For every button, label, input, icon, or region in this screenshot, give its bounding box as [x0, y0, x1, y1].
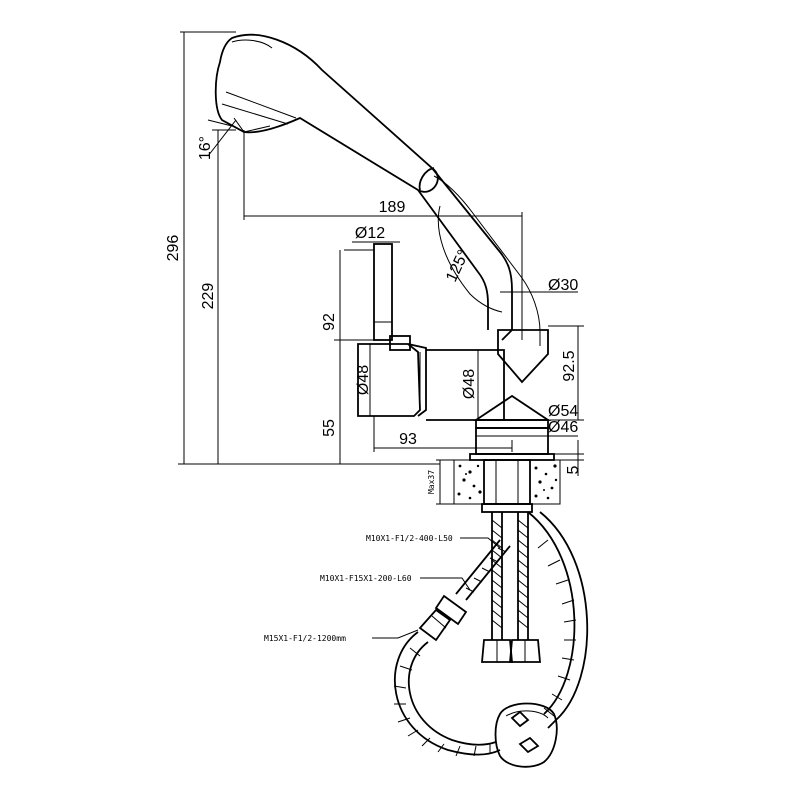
supply-hoses [418, 512, 541, 663]
dim-spout-diameter: Ø30 [548, 277, 578, 294]
dim-base-thickness: 5 [565, 465, 582, 474]
mixer-body [357, 243, 505, 421]
dim-lever-height: 92 [321, 313, 338, 331]
spray-hose-loop [393, 511, 589, 768]
dim-spout-drop: 92.5 [561, 350, 578, 381]
callout-hose-2: M10X1-F15X1-200-L60 [320, 574, 412, 583]
spray-head [214, 33, 439, 193]
dim-lever-diameter: Ø12 [355, 225, 385, 242]
dimension-labels: 296 229 16° 189 Ø12 92 125° Ø30 Ø48 Ø48 … [165, 136, 582, 494]
dimension-lines [178, 31, 584, 639]
dim-body-diameter-left: Ø48 [355, 365, 372, 395]
callout-hose-1: M10X1-F1/2-400-L50 [366, 534, 453, 543]
dim-spray-angle: 16° [197, 136, 214, 160]
dim-max-deck: Max37 [427, 470, 436, 494]
dim-spout-angle: 125° [443, 248, 472, 285]
dim-spout-height: 229 [200, 283, 217, 310]
dim-body-offset: 93 [399, 431, 417, 448]
callout-hose-3: M15X1-F1/2-1200mm [264, 634, 346, 643]
dim-body-diameter-right: Ø48 [461, 369, 478, 399]
dim-total-height: 296 [165, 235, 182, 262]
hose-callouts: M10X1-F1/2-400-L50 M10X1-F15X1-200-L60 M… [264, 534, 453, 643]
dim-body-height: 55 [321, 419, 338, 437]
countertop-section [453, 459, 561, 513]
dim-reach: 189 [379, 199, 406, 216]
dim-base-outer: Ø54 [548, 403, 578, 420]
dim-base-inner: Ø46 [548, 419, 578, 436]
base [469, 394, 555, 461]
